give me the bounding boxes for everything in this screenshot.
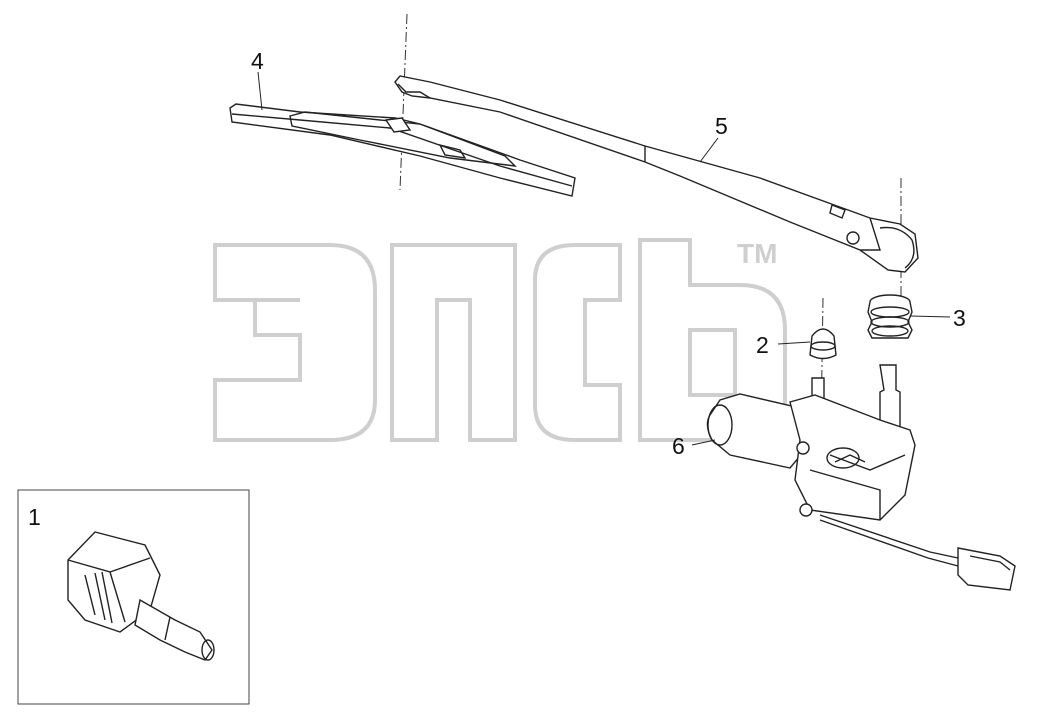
wiper-arm <box>394 75 919 273</box>
callout-4: 4 <box>251 48 264 74</box>
wiper-blade <box>229 103 576 197</box>
cap <box>809 328 837 360</box>
detail-frame <box>17 489 250 705</box>
callout-6: 6 <box>672 433 685 459</box>
callout-2: 2 <box>756 332 769 358</box>
callout-3: 3 <box>953 305 966 331</box>
washer-nozzle <box>67 531 215 661</box>
grommet <box>867 294 913 339</box>
callout-5: 5 <box>715 113 728 139</box>
watermark-trademark: TM <box>737 238 777 269</box>
leader-lines <box>257 71 951 446</box>
wiper-motor <box>706 364 1016 591</box>
watermark-logo <box>213 238 787 442</box>
callout-1: 1 <box>28 504 41 530</box>
